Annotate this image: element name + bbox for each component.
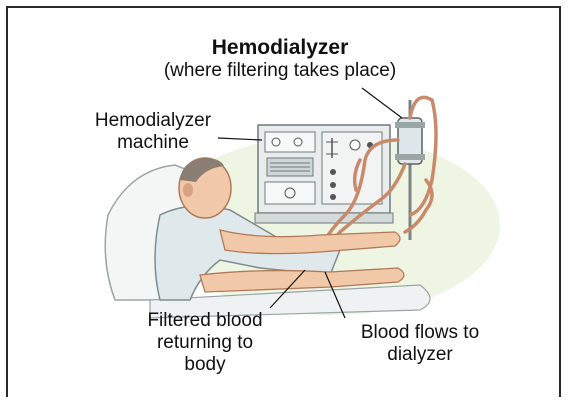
machine-label: Hemodialyzer machine bbox=[68, 110, 238, 154]
flows-label-line2: dialyzer bbox=[325, 344, 515, 366]
diagram-subtitle: (where filtering takes place) bbox=[110, 60, 450, 82]
machine-label-line2: machine bbox=[68, 132, 238, 154]
blood-flows-label: Blood flows to dialyzer bbox=[325, 322, 515, 366]
patient-ear bbox=[183, 183, 193, 197]
filtered-label-line1: Filtered blood bbox=[120, 310, 290, 332]
diagram-title: Hemodialyzer bbox=[110, 36, 450, 60]
machine-label-line1: Hemodialyzer bbox=[68, 110, 238, 132]
filtered-label-line3: body bbox=[120, 354, 290, 376]
flows-label-line1: Blood flows to bbox=[325, 322, 515, 344]
dialysis-machine bbox=[255, 125, 393, 223]
filtered-blood-label: Filtered blood returning to body bbox=[120, 310, 290, 376]
filtered-label-line2: returning to bbox=[120, 332, 290, 354]
